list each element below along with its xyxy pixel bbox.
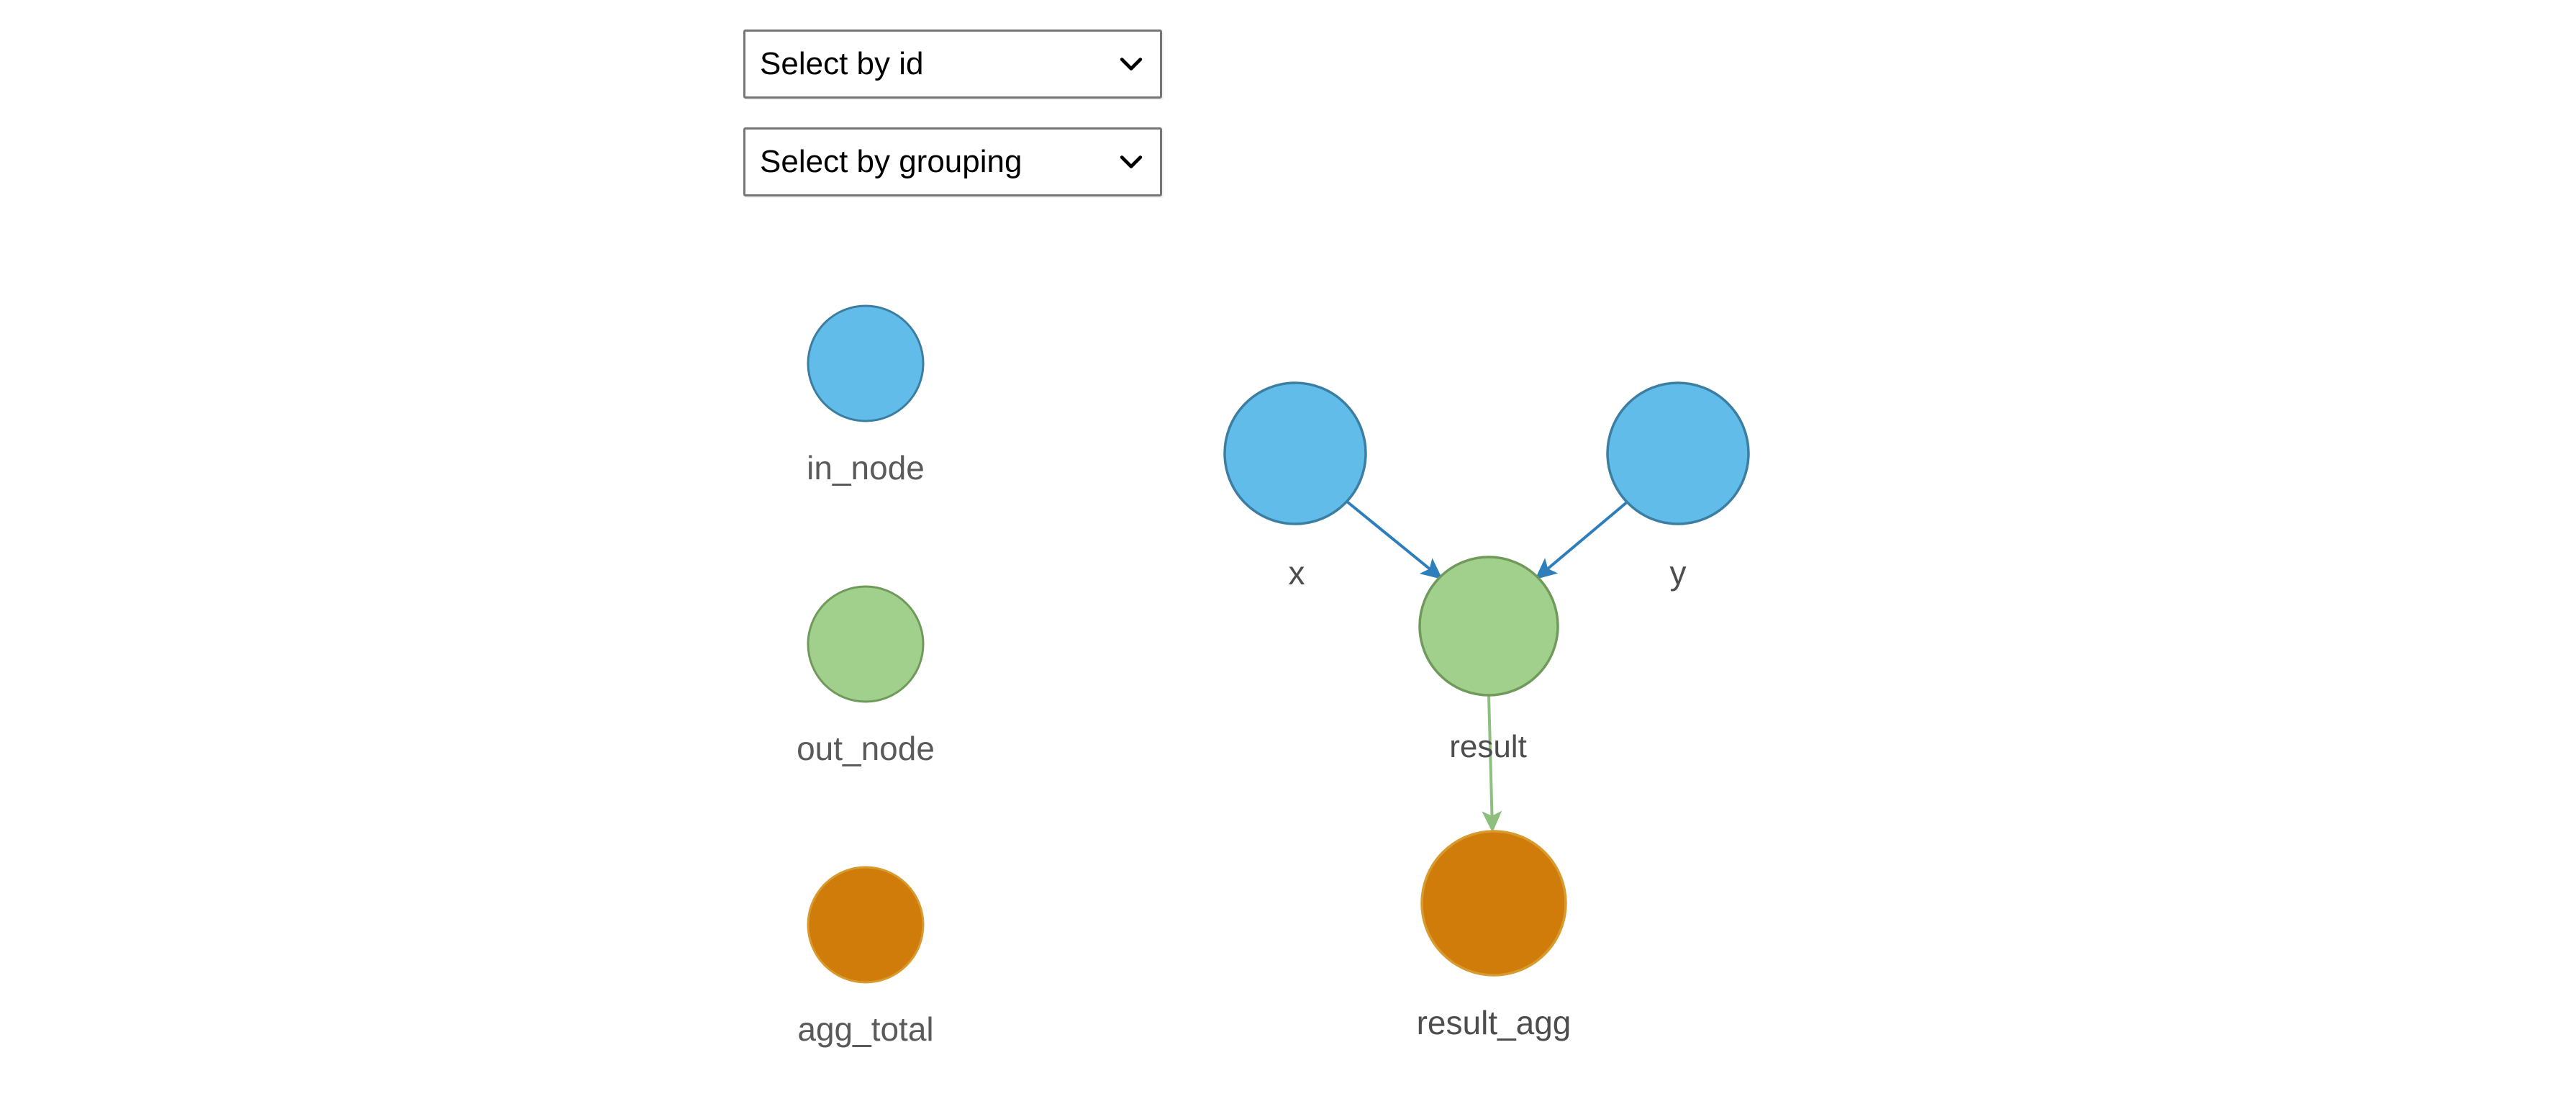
select-by-grouping-value: Select by grouping [760,144,1022,179]
legend-item-in-node[interactable]: in_node [807,304,925,486]
edge-y-to-result[interactable] [1535,500,1629,580]
legend-swatch-agg-total [807,866,925,984]
graph-node-result-agg[interactable] [1420,830,1567,977]
graph-nodes [1223,381,1750,977]
legend-item-agg-total[interactable]: agg_total [797,866,934,1048]
select-by-id-value: Select by id [760,46,924,81]
legend-label-in-node: in_node [807,449,925,486]
edge-x-to-result[interactable] [1346,500,1443,580]
edge-result-to-result-agg[interactable] [1482,694,1502,833]
graph-node-x[interactable] [1223,381,1367,525]
select-by-grouping-dropdown[interactable]: Select by grouping [743,127,1162,196]
legend-label-out-node: out_node [797,730,935,767]
select-by-id-dropdown[interactable]: Select by id [743,30,1162,99]
graph-node-label-x: x [1289,554,1305,592]
graph-node-label-result-agg: result_agg [1417,1004,1572,1041]
edge-label-result: result [1449,729,1527,764]
chevron-down-icon [1120,155,1143,168]
legend-swatch-out-node [807,585,925,703]
legend-label-agg-total: agg_total [797,1010,933,1048]
legend: in_node out_node agg_total [797,304,935,1048]
legend-item-out-node[interactable]: out_node [797,585,935,767]
graph-edges [1346,500,1629,833]
graph-node-label-y: y [1670,554,1687,592]
graph-labels: x y result result_agg [1289,554,1687,1041]
chevron-down-icon [1120,58,1143,71]
graph-node-result[interactable] [1418,556,1559,697]
legend-swatch-in-node [807,304,925,422]
graph-node-y[interactable] [1606,381,1750,525]
